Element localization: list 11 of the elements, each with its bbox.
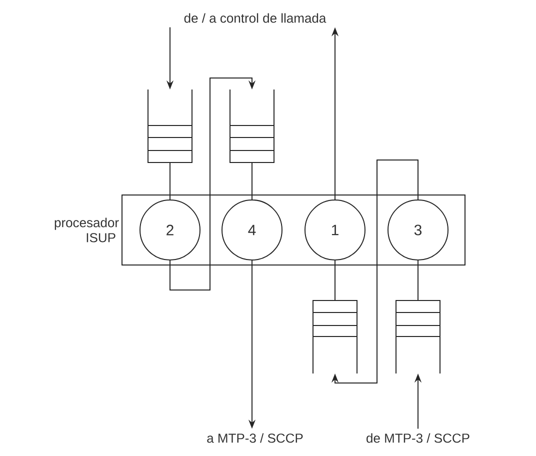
- connector-line: [334, 260, 336, 301]
- box-label: procesador ISUP: [54, 218, 119, 242]
- arrow: [170, 78, 256, 290]
- arrow: [331, 160, 418, 384]
- endpoint-label: de MTP-3 / SCCP: [366, 433, 470, 443]
- queue-drawing: [148, 89, 192, 163]
- endpoint-label: a MTP-3 / SCCP: [207, 433, 303, 443]
- queue-drawing: [230, 89, 274, 163]
- endpoint-label: de / a control de llamada: [184, 13, 326, 23]
- queue-drawing: [312, 300, 358, 374]
- queue-drawing: [396, 300, 440, 374]
